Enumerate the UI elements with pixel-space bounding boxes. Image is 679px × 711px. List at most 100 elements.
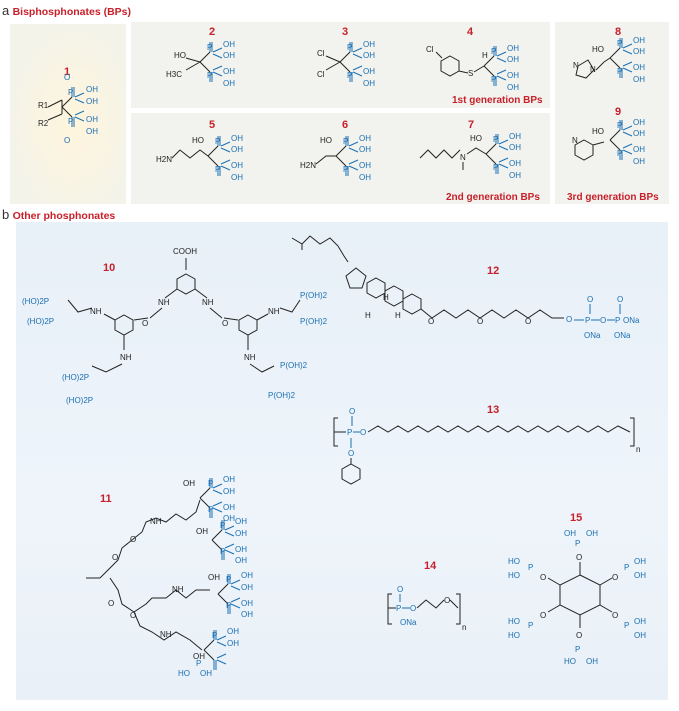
svg-text:OH: OH bbox=[235, 545, 247, 554]
svg-text:NH: NH bbox=[90, 307, 102, 316]
svg-text:P: P bbox=[68, 88, 73, 97]
compound-number-5: 5 bbox=[209, 119, 216, 131]
third-gen-box bbox=[555, 22, 669, 204]
svg-text:(HO)2P: (HO)2P bbox=[22, 297, 49, 306]
svg-text:P: P bbox=[617, 149, 622, 158]
svg-text:S: S bbox=[468, 69, 473, 78]
compound-14-structure: n P O O ONa O bbox=[387, 585, 466, 632]
svg-text:P: P bbox=[396, 604, 401, 613]
compound-10-structure: COOH NH NH O O NH NH NH NH (HO)2P (HO)2P… bbox=[22, 247, 328, 405]
compound-number-6: 6 bbox=[342, 119, 349, 131]
svg-text:OH: OH bbox=[633, 47, 645, 56]
svg-text:O: O bbox=[540, 573, 546, 582]
other-phosphonates-panel bbox=[16, 222, 668, 700]
svg-text:Cl: Cl bbox=[317, 49, 325, 58]
svg-text:P: P bbox=[196, 659, 201, 668]
svg-text:OH: OH bbox=[241, 599, 253, 608]
svg-text:OH: OH bbox=[86, 115, 98, 124]
svg-text:O: O bbox=[349, 407, 355, 416]
svg-text:OH: OH bbox=[235, 556, 247, 565]
svg-text:OH: OH bbox=[363, 51, 375, 60]
svg-text:P: P bbox=[220, 521, 225, 530]
svg-text:OH: OH bbox=[223, 503, 235, 512]
svg-text:OH: OH bbox=[363, 67, 375, 76]
svg-text:OH: OH bbox=[634, 571, 646, 580]
svg-text:O: O bbox=[477, 317, 483, 326]
svg-text:P: P bbox=[212, 631, 217, 640]
r2-label: R2 bbox=[38, 119, 49, 128]
svg-text:OH: OH bbox=[241, 571, 253, 580]
svg-text:P: P bbox=[585, 316, 590, 325]
compound-number-3: 3 bbox=[342, 26, 349, 38]
svg-text:O: O bbox=[617, 295, 623, 304]
svg-text:OH: OH bbox=[509, 143, 521, 152]
compound-1-structure: R1 R2 P OH OH P OH OH O O bbox=[38, 73, 98, 145]
svg-text:OH: OH bbox=[363, 40, 375, 49]
svg-text:N: N bbox=[460, 153, 466, 162]
svg-text:OH: OH bbox=[231, 173, 243, 182]
first-gen-box bbox=[131, 22, 550, 108]
compound-number-2: 2 bbox=[209, 26, 216, 38]
svg-text:P: P bbox=[575, 645, 580, 654]
compound-3-structure: Cl Cl P OH OH P OH OH bbox=[317, 40, 375, 88]
svg-text:P: P bbox=[575, 539, 580, 548]
svg-text:P: P bbox=[208, 479, 213, 488]
svg-text:OH: OH bbox=[231, 145, 243, 154]
svg-text:P(OH)2: P(OH)2 bbox=[268, 391, 296, 400]
svg-text:O: O bbox=[112, 553, 118, 562]
svg-text:P: P bbox=[624, 563, 629, 572]
compound-number-13: 13 bbox=[487, 404, 500, 416]
svg-text:N: N bbox=[590, 65, 596, 74]
svg-text:OH: OH bbox=[633, 36, 645, 45]
svg-text:OH: OH bbox=[193, 652, 205, 661]
svg-text:O: O bbox=[612, 611, 618, 620]
svg-text:HO: HO bbox=[508, 557, 520, 566]
svg-text:P: P bbox=[528, 563, 533, 572]
svg-text:P: P bbox=[617, 67, 622, 76]
svg-text:P(OH)2: P(OH)2 bbox=[300, 317, 328, 326]
svg-text:H2N: H2N bbox=[300, 161, 316, 170]
svg-text:O: O bbox=[410, 604, 416, 613]
svg-text:HO: HO bbox=[508, 571, 520, 580]
section-a-header: a Bisphosphonates (BPs) bbox=[2, 3, 132, 18]
svg-text:NH: NH bbox=[120, 353, 132, 362]
svg-text:O: O bbox=[108, 599, 114, 608]
svg-text:P: P bbox=[347, 428, 352, 437]
svg-text:OH: OH bbox=[183, 479, 195, 488]
first-gen-label: 1st generation BPs bbox=[452, 95, 543, 106]
svg-text:N: N bbox=[572, 136, 578, 145]
svg-text:P: P bbox=[347, 43, 352, 52]
svg-text:O: O bbox=[130, 535, 136, 544]
svg-text:HO: HO bbox=[192, 136, 204, 145]
svg-text:(HO)2P: (HO)2P bbox=[27, 317, 54, 326]
svg-text:P: P bbox=[208, 505, 213, 514]
svg-text:OH: OH bbox=[86, 85, 98, 94]
svg-text:P: P bbox=[215, 137, 220, 146]
svg-text:OH: OH bbox=[507, 55, 519, 64]
svg-text:OH: OH bbox=[634, 617, 646, 626]
svg-text:O: O bbox=[540, 611, 546, 620]
svg-text:OH: OH bbox=[564, 529, 576, 538]
svg-text:COOH: COOH bbox=[173, 247, 197, 256]
svg-text:NH: NH bbox=[150, 517, 162, 526]
svg-text:n: n bbox=[636, 445, 640, 454]
svg-text:P: P bbox=[207, 43, 212, 52]
svg-text:OH: OH bbox=[241, 610, 253, 619]
svg-text:NH: NH bbox=[268, 307, 280, 316]
svg-text:OH: OH bbox=[223, 67, 235, 76]
svg-text:OH: OH bbox=[507, 44, 519, 53]
svg-text:OH: OH bbox=[359, 161, 371, 170]
svg-text:O: O bbox=[576, 631, 582, 640]
svg-text:O: O bbox=[142, 319, 148, 328]
svg-text:HO: HO bbox=[592, 45, 604, 54]
compound-7-structure: N HO P OH OH P OH OH bbox=[419, 132, 521, 180]
svg-text:P: P bbox=[207, 71, 212, 80]
svg-text:Cl: Cl bbox=[426, 45, 434, 54]
svg-text:HO: HO bbox=[508, 617, 520, 626]
compound-9-structure: N HO P OH OH P OH OH bbox=[572, 118, 645, 166]
svg-text:OH: OH bbox=[634, 631, 646, 640]
svg-text:OH: OH bbox=[241, 583, 253, 592]
svg-text:P: P bbox=[226, 575, 231, 584]
svg-text:OH: OH bbox=[235, 529, 247, 538]
